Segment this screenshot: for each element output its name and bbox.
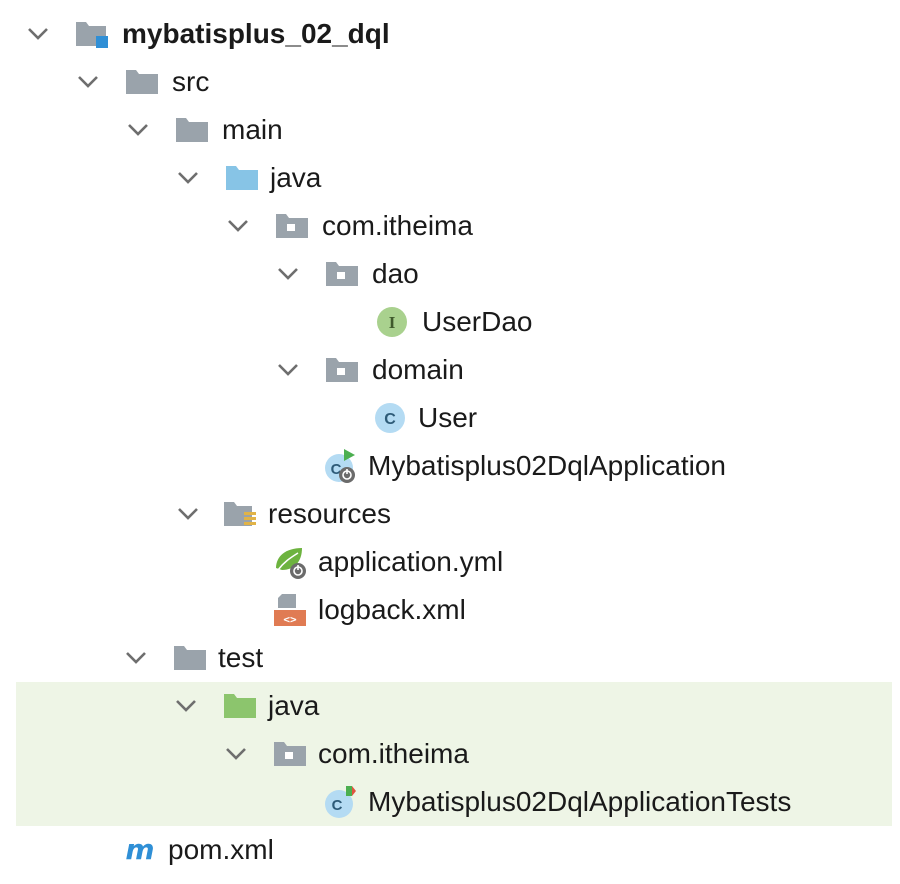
class-icon: C (372, 400, 408, 436)
tree-label-application: Mybatisplus02DqlApplication (368, 450, 726, 481)
tree-row-src[interactable]: src (0, 58, 900, 106)
chevron-down-icon[interactable] (222, 740, 250, 768)
chevron-down-icon[interactable] (224, 212, 252, 240)
tree-label-domain: domain (372, 354, 464, 385)
chevron-down-icon[interactable] (174, 164, 202, 192)
tree-label-main: main (222, 114, 283, 145)
tree-label-test: test (218, 642, 264, 673)
tree-label-application-yml: application.yml (318, 546, 504, 577)
tree-label-test-package: com.itheima (318, 738, 469, 769)
svg-text:C: C (384, 411, 396, 428)
folder-icon (124, 64, 160, 100)
svg-text:I: I (389, 313, 396, 332)
tree-label-resources: resources (268, 498, 391, 529)
package-icon (324, 352, 360, 388)
interface-icon: I (374, 304, 410, 340)
folder-icon (172, 640, 208, 676)
module-folder-icon (74, 16, 110, 52)
tree-row-pom[interactable]: m pom.xml (0, 826, 900, 874)
tree-row-resources[interactable]: resources (0, 490, 900, 538)
tree-row-main-package[interactable]: com.itheima (0, 202, 900, 250)
tree-row-test-java[interactable]: java (16, 682, 892, 730)
tree-label-logback: logback.xml (318, 594, 466, 625)
test-root-folder-icon (222, 688, 258, 724)
package-icon (324, 256, 360, 292)
chevron-down-icon[interactable] (274, 260, 302, 288)
tree-row-userdao[interactable]: I UserDao (0, 298, 900, 346)
chevron-down-icon[interactable] (122, 644, 150, 672)
svg-text:<>: <> (283, 613, 297, 626)
maven-icon: m (122, 832, 158, 868)
resources-folder-icon (222, 496, 258, 532)
tree-row-main[interactable]: main (0, 106, 900, 154)
tree-row-main-java[interactable]: java (0, 154, 900, 202)
tree-row-application-tests[interactable]: C Mybatisplus02DqlApplicationTests (16, 778, 892, 826)
tree-label-test-java: java (268, 690, 320, 721)
tree-label-user: User (418, 402, 478, 433)
folder-icon (174, 112, 210, 148)
chevron-down-icon[interactable] (274, 356, 302, 384)
tree-row-logback[interactable]: <> logback.xml (0, 586, 900, 634)
chevron-down-icon[interactable] (74, 68, 102, 96)
tree-row-domain[interactable]: domain (0, 346, 900, 394)
tree-label-pom: pom.xml (168, 834, 274, 865)
tree-label-main-package: com.itheima (322, 210, 473, 241)
chevron-down-icon[interactable] (124, 116, 152, 144)
tree-label-application-tests: Mybatisplus02DqlApplicationTests (368, 786, 792, 817)
svg-text:C: C (331, 461, 342, 478)
tree-label-dao: dao (372, 258, 419, 289)
spring-boot-class-icon: C (322, 448, 358, 484)
tree-label-root: mybatisplus_02_dql (122, 18, 390, 49)
tree-row-user[interactable]: C User (0, 394, 900, 442)
chevron-down-icon[interactable] (172, 692, 200, 720)
tree-label-userdao: UserDao (422, 306, 533, 337)
spring-config-icon (272, 544, 308, 580)
tree-label-main-java: java (270, 162, 322, 193)
tree-row-root[interactable]: mybatisplus_02_dql (0, 10, 900, 58)
tree-row-test[interactable]: test (0, 634, 900, 682)
chevron-down-icon[interactable] (24, 20, 52, 48)
svg-text:m: m (125, 833, 154, 866)
source-root-folder-icon (224, 160, 260, 196)
tree-row-test-package[interactable]: com.itheima (16, 730, 892, 778)
tree-label-src: src (172, 66, 210, 97)
package-icon (272, 736, 308, 772)
svg-text:C: C (332, 797, 343, 814)
tree-row-application[interactable]: C Mybatisplus02DqlApplication (0, 442, 900, 490)
chevron-down-icon[interactable] (174, 500, 202, 528)
package-icon (274, 208, 310, 244)
tree-row-application-yml[interactable]: application.yml (0, 538, 900, 586)
xml-file-icon: <> (272, 592, 308, 628)
test-class-icon: C (322, 784, 358, 820)
tree-row-dao[interactable]: dao (0, 250, 900, 298)
